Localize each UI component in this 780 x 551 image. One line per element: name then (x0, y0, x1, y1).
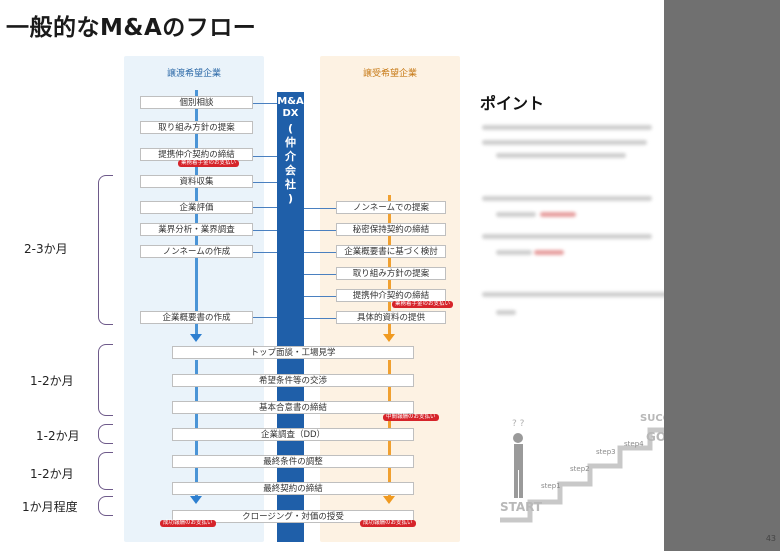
seller-step: 取り組み方針の提案 (140, 121, 253, 134)
fee-badge: 業務着手金のお支払い (392, 301, 454, 308)
side-panel (664, 0, 780, 551)
connector (253, 252, 277, 253)
duration-bracket (98, 175, 113, 325)
seller-step: 業界分析・業界調査 (140, 223, 253, 236)
fee-badge: 成功報酬のお支払い (160, 520, 216, 527)
buyer-step: 具体的資料の提供 (336, 311, 446, 324)
connector (304, 318, 336, 319)
seller-step: 資料収集 (140, 175, 253, 188)
blurred-text (482, 292, 692, 297)
intermediary-vertical-label: ( 仲 介 会 社 ) (285, 122, 296, 205)
connector (304, 208, 336, 209)
duration-bracket (98, 424, 113, 444)
blurred-text (540, 212, 576, 217)
start-label: START (500, 500, 543, 514)
duration-label: 1-2か月 (30, 374, 74, 388)
seller-step: ノンネームの作成 (140, 245, 253, 258)
joint-step: 最終条件の調整 (172, 455, 414, 468)
buyer-column-header: 譲受希望企業 (362, 69, 417, 79)
joint-step: クロージング・対価の授受 (172, 510, 414, 523)
points-title: ポイント (480, 94, 545, 113)
buyer-step: 企業概要書に基づく検討 (336, 245, 446, 258)
blurred-text (496, 250, 532, 255)
success-stairs-illustration: ? ? (500, 419, 690, 523)
connector (253, 207, 277, 208)
buyer-arrow-1 (383, 334, 395, 342)
joint-step: 希望条件等の交渉 (172, 374, 414, 387)
connector (304, 296, 336, 297)
connector (304, 252, 336, 253)
buyer-step: 提携仲介契約の締結 (336, 289, 446, 302)
seller-column-header: 譲渡希望企業 (166, 69, 221, 79)
blurred-text (482, 234, 652, 239)
seller-arrow-2 (190, 496, 202, 504)
blurred-text (482, 125, 652, 130)
fee-badge: 中間報酬のお支払い (383, 414, 439, 421)
buyer-step: ノンネームでの提案 (336, 201, 446, 214)
seller-step: 個別相談 (140, 96, 253, 109)
blurred-text (496, 153, 626, 158)
seller-arrow-1 (190, 334, 202, 342)
connector (253, 103, 277, 104)
intermediary-label: M&A DX (277, 96, 304, 119)
duration-label: 1-2か月 (30, 467, 74, 481)
blurred-text (482, 196, 652, 201)
duration-label: 1か月程度 (22, 500, 78, 514)
duration-label: 1-2か月 (36, 429, 80, 443)
connector (304, 230, 336, 231)
buyer-step: 秘密保持契約の締結 (336, 223, 446, 236)
page-title: 一般的なM&Aのフロー (6, 15, 257, 41)
connector (253, 182, 277, 183)
duration-bracket (98, 452, 113, 490)
fee-badge: 業務着手金のお支払い (178, 160, 240, 167)
step-label: step1 (541, 482, 561, 490)
step-label: step2 (570, 465, 590, 473)
connector (253, 230, 277, 231)
buyer-step: 取り組み方針の提案 (336, 267, 446, 280)
buyer-arrow-2 (383, 496, 395, 504)
joint-step: 最終契約の締結 (172, 482, 414, 495)
duration-label: 2-3か月 (24, 242, 68, 256)
blurred-text (482, 140, 647, 145)
step-label: step3 (596, 448, 616, 456)
blurred-text (496, 212, 536, 217)
fee-badge: 成功報酬のお支払い (360, 520, 416, 527)
joint-step: トップ面談・工場見学 (172, 346, 414, 359)
joint-step: 企業調査（DD） (172, 428, 414, 441)
svg-text:? ?: ? ? (512, 419, 525, 429)
connector (253, 317, 277, 318)
step-label: step4 (624, 440, 644, 448)
page-number: 43 (765, 534, 776, 543)
connector (304, 274, 336, 275)
joint-step: 基本合意書の締結 (172, 401, 414, 414)
seller-step: 企業概要書の作成 (140, 311, 253, 324)
seller-step: 企業評価 (140, 201, 253, 214)
connector (253, 156, 277, 157)
blurred-text (496, 310, 516, 315)
duration-bracket (98, 344, 113, 416)
buyer-flow-line (388, 195, 391, 334)
blurred-text (534, 250, 564, 255)
duration-bracket (98, 496, 113, 516)
